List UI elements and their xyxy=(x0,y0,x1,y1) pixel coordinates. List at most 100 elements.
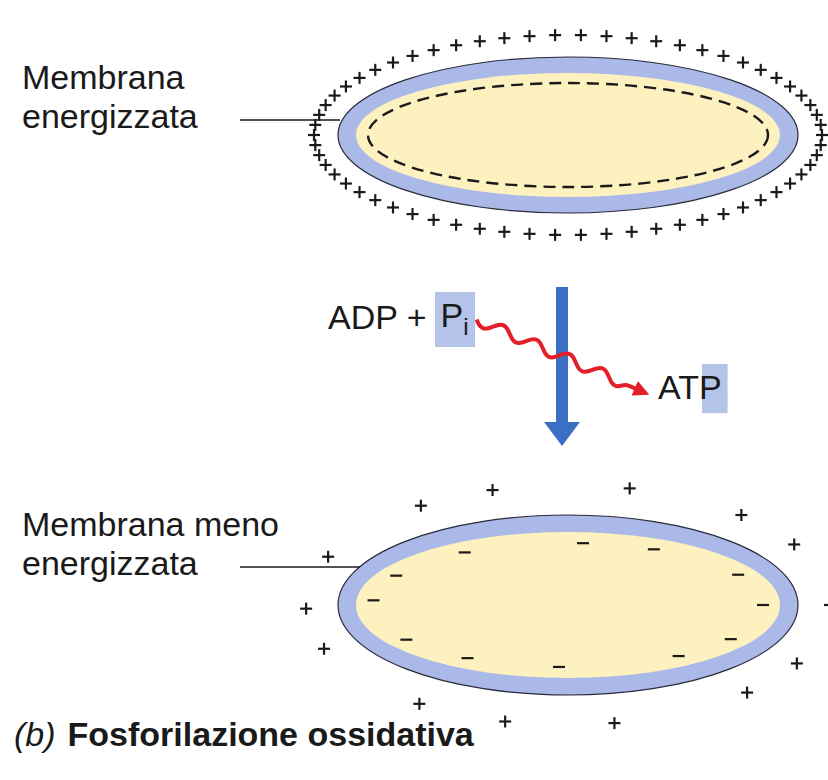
plus-sign xyxy=(323,643,325,655)
plus-sign xyxy=(722,50,724,62)
plus-sign xyxy=(479,223,481,235)
minus-sign xyxy=(368,599,380,601)
membrane-label: Membrana meno energizzata xyxy=(22,505,322,583)
plus-sign xyxy=(554,229,556,241)
plus-sign xyxy=(701,214,703,226)
plus-sign xyxy=(809,99,811,111)
plus-sign xyxy=(333,90,335,102)
plus-sign xyxy=(479,35,481,47)
negative-charges xyxy=(368,83,768,187)
plus-sign xyxy=(820,119,822,131)
plus-sign xyxy=(679,39,681,51)
minus-sign xyxy=(459,551,471,553)
plus-sign xyxy=(433,214,435,226)
plus-sign xyxy=(580,29,582,41)
plus-sign xyxy=(655,223,657,235)
minus-sign xyxy=(648,548,660,550)
plus-sign xyxy=(420,500,422,512)
minus-sign xyxy=(673,655,685,657)
minus-sign xyxy=(400,639,412,641)
plus-sign xyxy=(820,139,822,151)
plus-sign xyxy=(824,604,828,606)
membrane-outer xyxy=(338,515,798,695)
plus-sign xyxy=(789,178,791,190)
plus-sign xyxy=(800,168,802,180)
plus-sign xyxy=(746,687,748,699)
plus-sign xyxy=(374,194,376,206)
plus-sign xyxy=(775,186,777,198)
plus-sign xyxy=(800,90,802,102)
plus-sign xyxy=(392,57,394,69)
minus-sign xyxy=(553,666,565,668)
membrane-inner xyxy=(356,532,780,678)
plus-sign xyxy=(418,698,420,710)
plus-sign xyxy=(345,80,347,92)
negative-charges xyxy=(368,543,769,667)
plus-sign xyxy=(503,226,505,238)
minus-sign xyxy=(390,575,402,577)
plus-sign xyxy=(333,168,335,180)
plus-sign xyxy=(631,226,633,238)
plus-sign xyxy=(789,80,791,92)
subscript: i xyxy=(463,313,468,340)
plus-sign xyxy=(760,64,762,76)
membrane-outer xyxy=(338,57,798,213)
plus-sign xyxy=(613,717,615,729)
plus-sign xyxy=(455,219,457,231)
plus-sign xyxy=(358,186,360,198)
product-label: ATP xyxy=(658,368,722,407)
minus-sign xyxy=(725,638,737,640)
reaction-arrowhead xyxy=(544,422,580,446)
plus-sign xyxy=(605,30,607,42)
plus-sign xyxy=(327,551,329,563)
plus-sign xyxy=(742,201,744,213)
positive-charges xyxy=(308,29,828,241)
plus-sign xyxy=(528,30,530,42)
plus-sign xyxy=(455,39,457,51)
plus-sign xyxy=(503,32,505,44)
plus-sign xyxy=(722,208,724,220)
reactant-label: ADP + xyxy=(328,298,427,337)
plus-sign xyxy=(679,219,681,231)
plus-sign xyxy=(528,228,530,240)
plus-sign xyxy=(318,149,320,161)
plus-sign xyxy=(433,44,435,56)
plus-sign xyxy=(775,72,777,84)
plus-sign xyxy=(411,50,413,62)
panel-letter: (b) xyxy=(14,715,56,754)
plus-sign xyxy=(411,208,413,220)
plus-sign xyxy=(318,109,320,121)
plus-sign xyxy=(809,159,811,171)
plus-sign xyxy=(793,538,795,550)
plus-sign xyxy=(740,509,742,521)
phosphate-symbol: P xyxy=(441,296,464,334)
leader-line xyxy=(240,566,360,568)
plus-sign xyxy=(580,229,582,241)
plus-sign xyxy=(796,657,798,669)
plus-sign xyxy=(358,72,360,84)
plus-sign xyxy=(374,64,376,76)
minus-sign xyxy=(462,657,474,659)
plus-sign xyxy=(554,29,556,41)
plus-sign xyxy=(629,482,631,494)
plus-sign xyxy=(305,603,307,615)
positive-charges xyxy=(300,482,828,729)
minus-sign xyxy=(732,574,744,576)
caption: Fosforilazione ossidativa xyxy=(68,715,474,754)
plus-sign xyxy=(816,149,818,161)
plus-sign xyxy=(701,44,703,56)
minus-sign xyxy=(577,542,589,544)
phosphate-box: Pi xyxy=(435,292,475,347)
membrane-inner xyxy=(356,73,780,197)
plus-sign xyxy=(760,194,762,206)
plus-sign xyxy=(491,484,493,496)
plus-sign xyxy=(605,228,607,240)
plus-sign xyxy=(816,109,818,121)
plus-sign xyxy=(742,57,744,69)
energy-arrow xyxy=(477,320,642,392)
plus-sign xyxy=(345,178,347,190)
plus-sign xyxy=(325,159,327,171)
membrane-label: Membrana energizzata xyxy=(22,58,252,136)
minus-sign xyxy=(757,604,769,606)
leader-line xyxy=(240,119,340,121)
